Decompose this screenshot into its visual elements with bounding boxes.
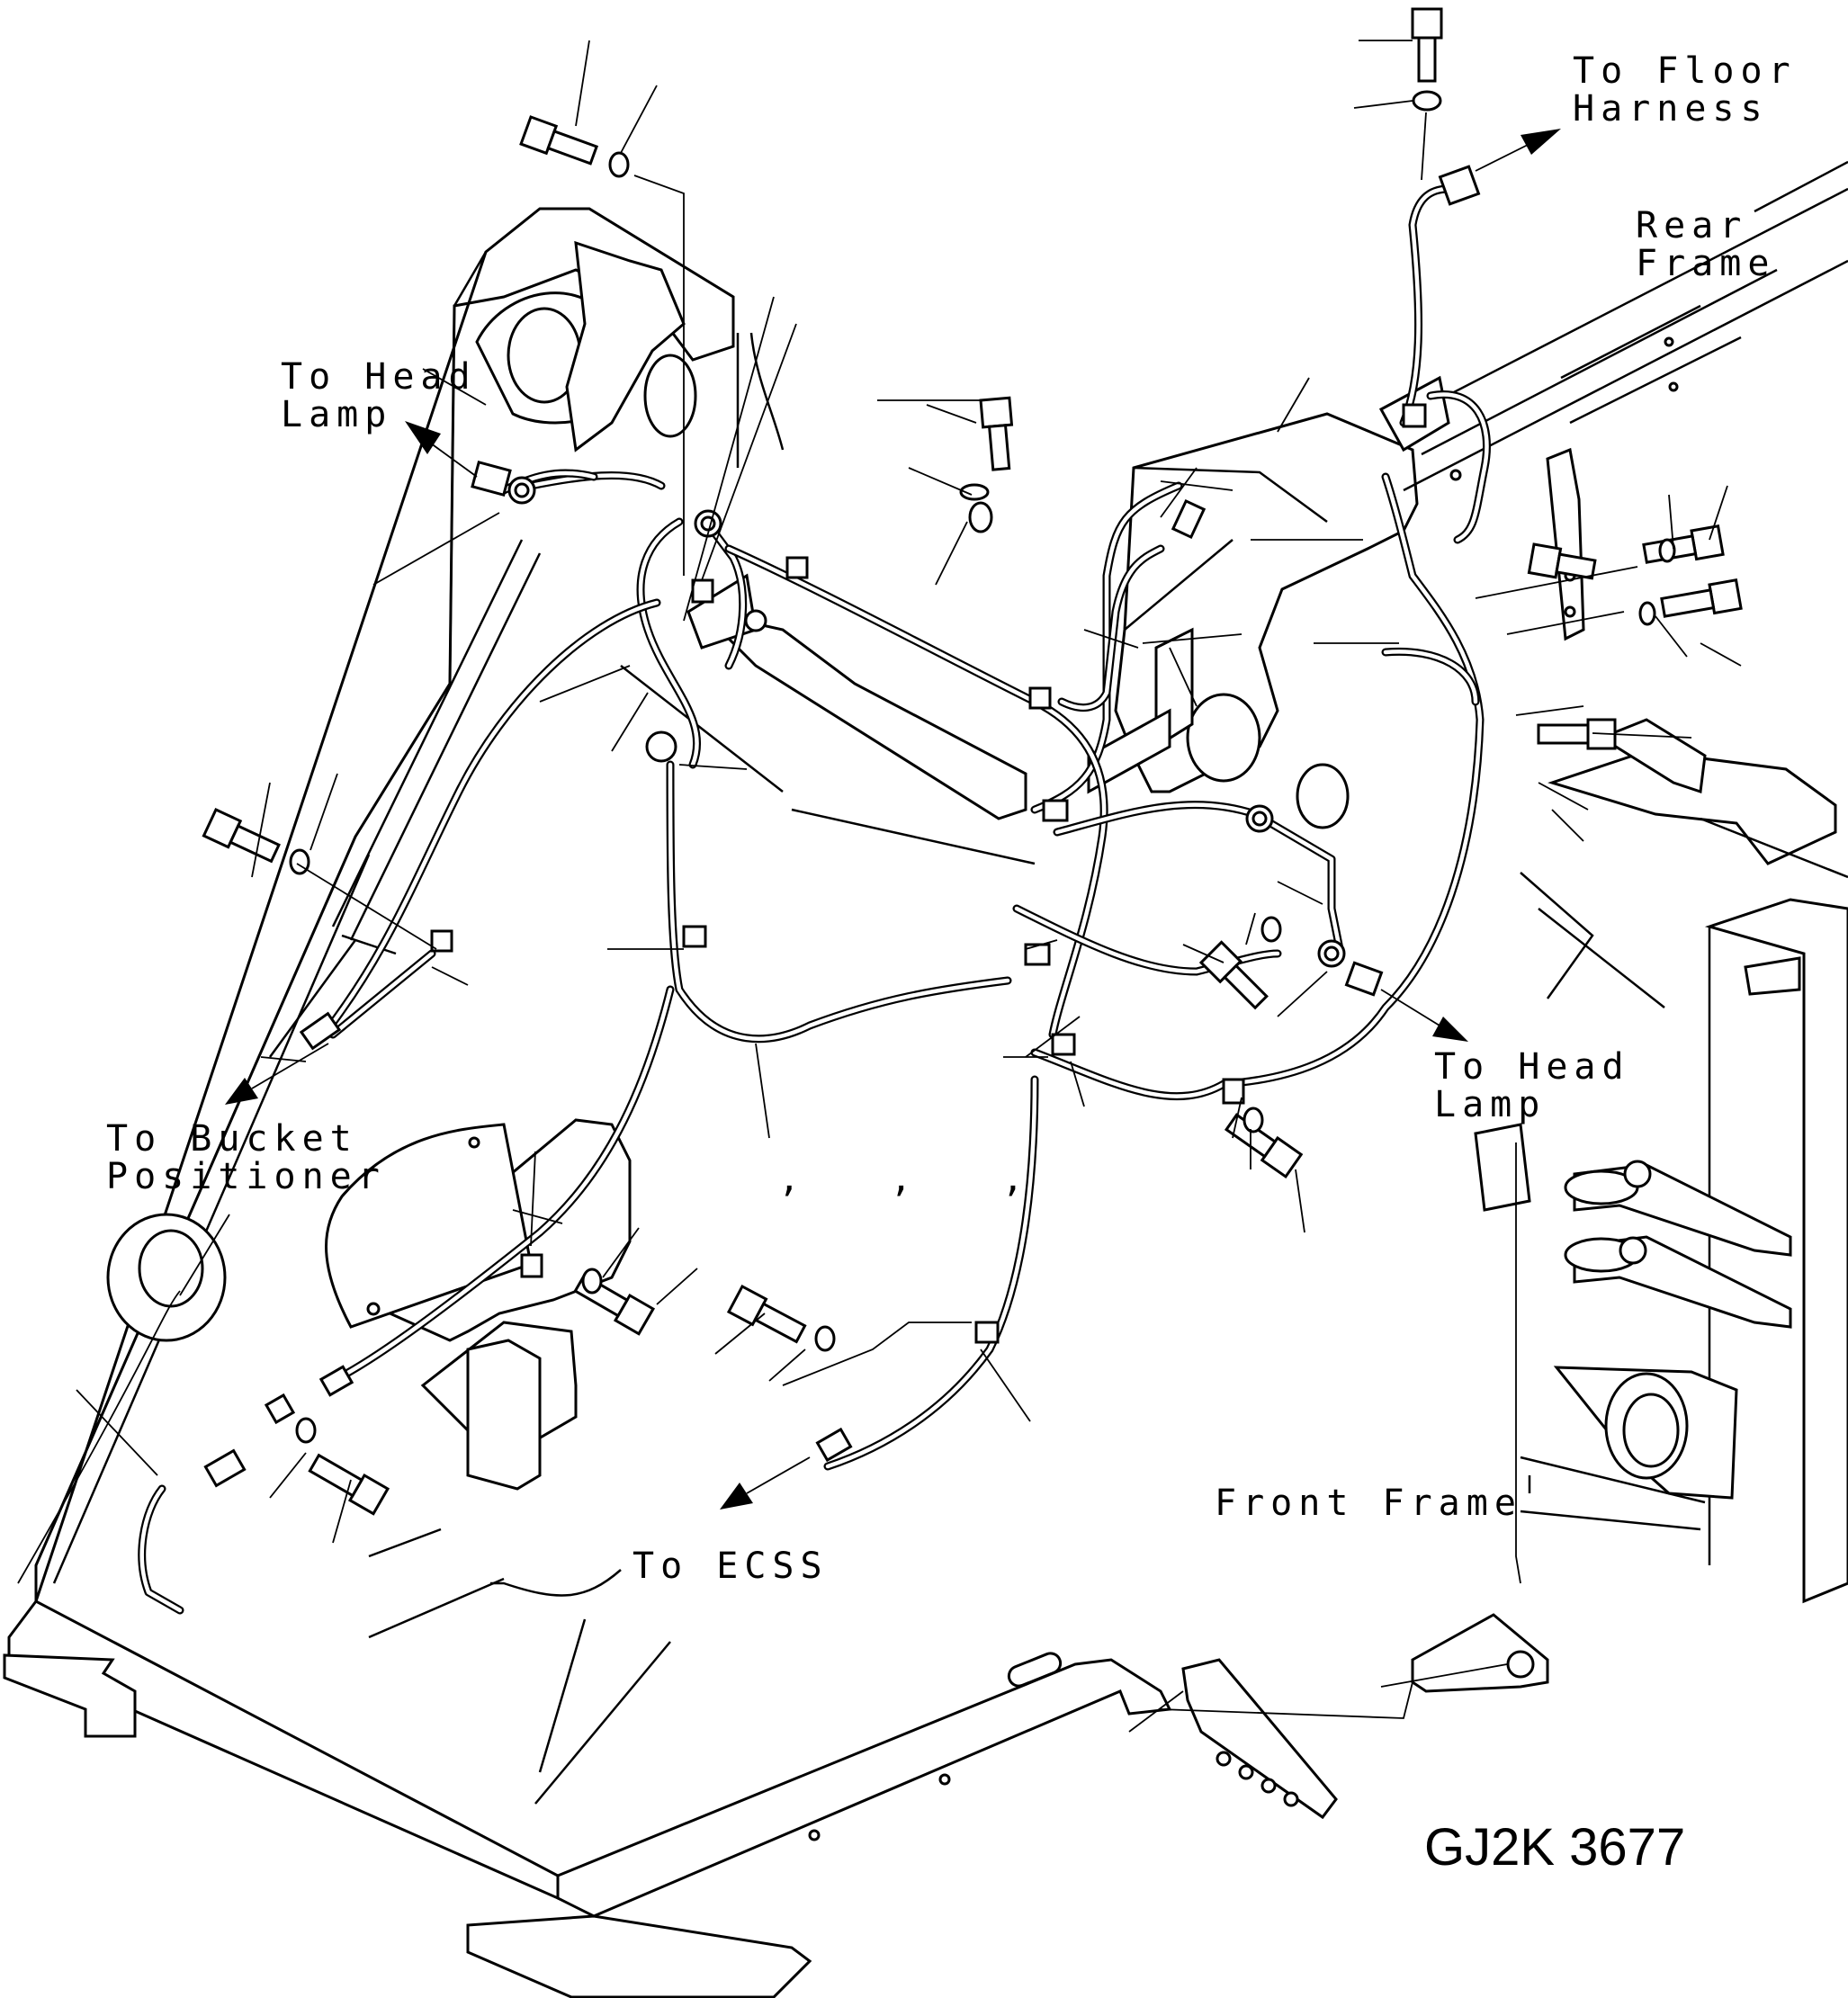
arrow-to-ecss [720, 1483, 753, 1510]
rear-frame-structure [1087, 160, 1848, 1604]
label-to-bucket-positioner: To Bucket Positioner [106, 1118, 386, 1197]
arrow-to-head-lamp-left [405, 421, 441, 454]
connectors [203, 165, 1481, 1488]
label-to-floor-harness: To Floor Harness [1573, 50, 1797, 130]
arrow-to-bucket-positioner [225, 1078, 258, 1105]
front-frame-structure [3, 207, 1549, 1998]
label-to-head-lamp-right: To Head Lamp [1434, 1046, 1630, 1125]
label-to-ecss: To ECSS [632, 1546, 829, 1587]
stray-marks: , , , [778, 1159, 1030, 1200]
arrow-to-floor-harness [1521, 129, 1561, 155]
bolts [202, 7, 1743, 1516]
washers [289, 90, 1676, 1444]
direction-arrows [225, 129, 1561, 1510]
arrow-to-head-lamp-right [1432, 1017, 1468, 1042]
label-front-frame: Front Frame [1215, 1483, 1522, 1524]
leader-lines [17, 40, 1742, 1733]
harness-clamps [430, 403, 1427, 1344]
label-rear-frame: Rear Frame [1636, 205, 1776, 284]
drawing-code: GJ2K 3677 [1424, 1818, 1686, 1877]
label-to-head-lamp-left: To Head Lamp [281, 356, 477, 435]
harness-wires [138, 184, 1491, 1615]
